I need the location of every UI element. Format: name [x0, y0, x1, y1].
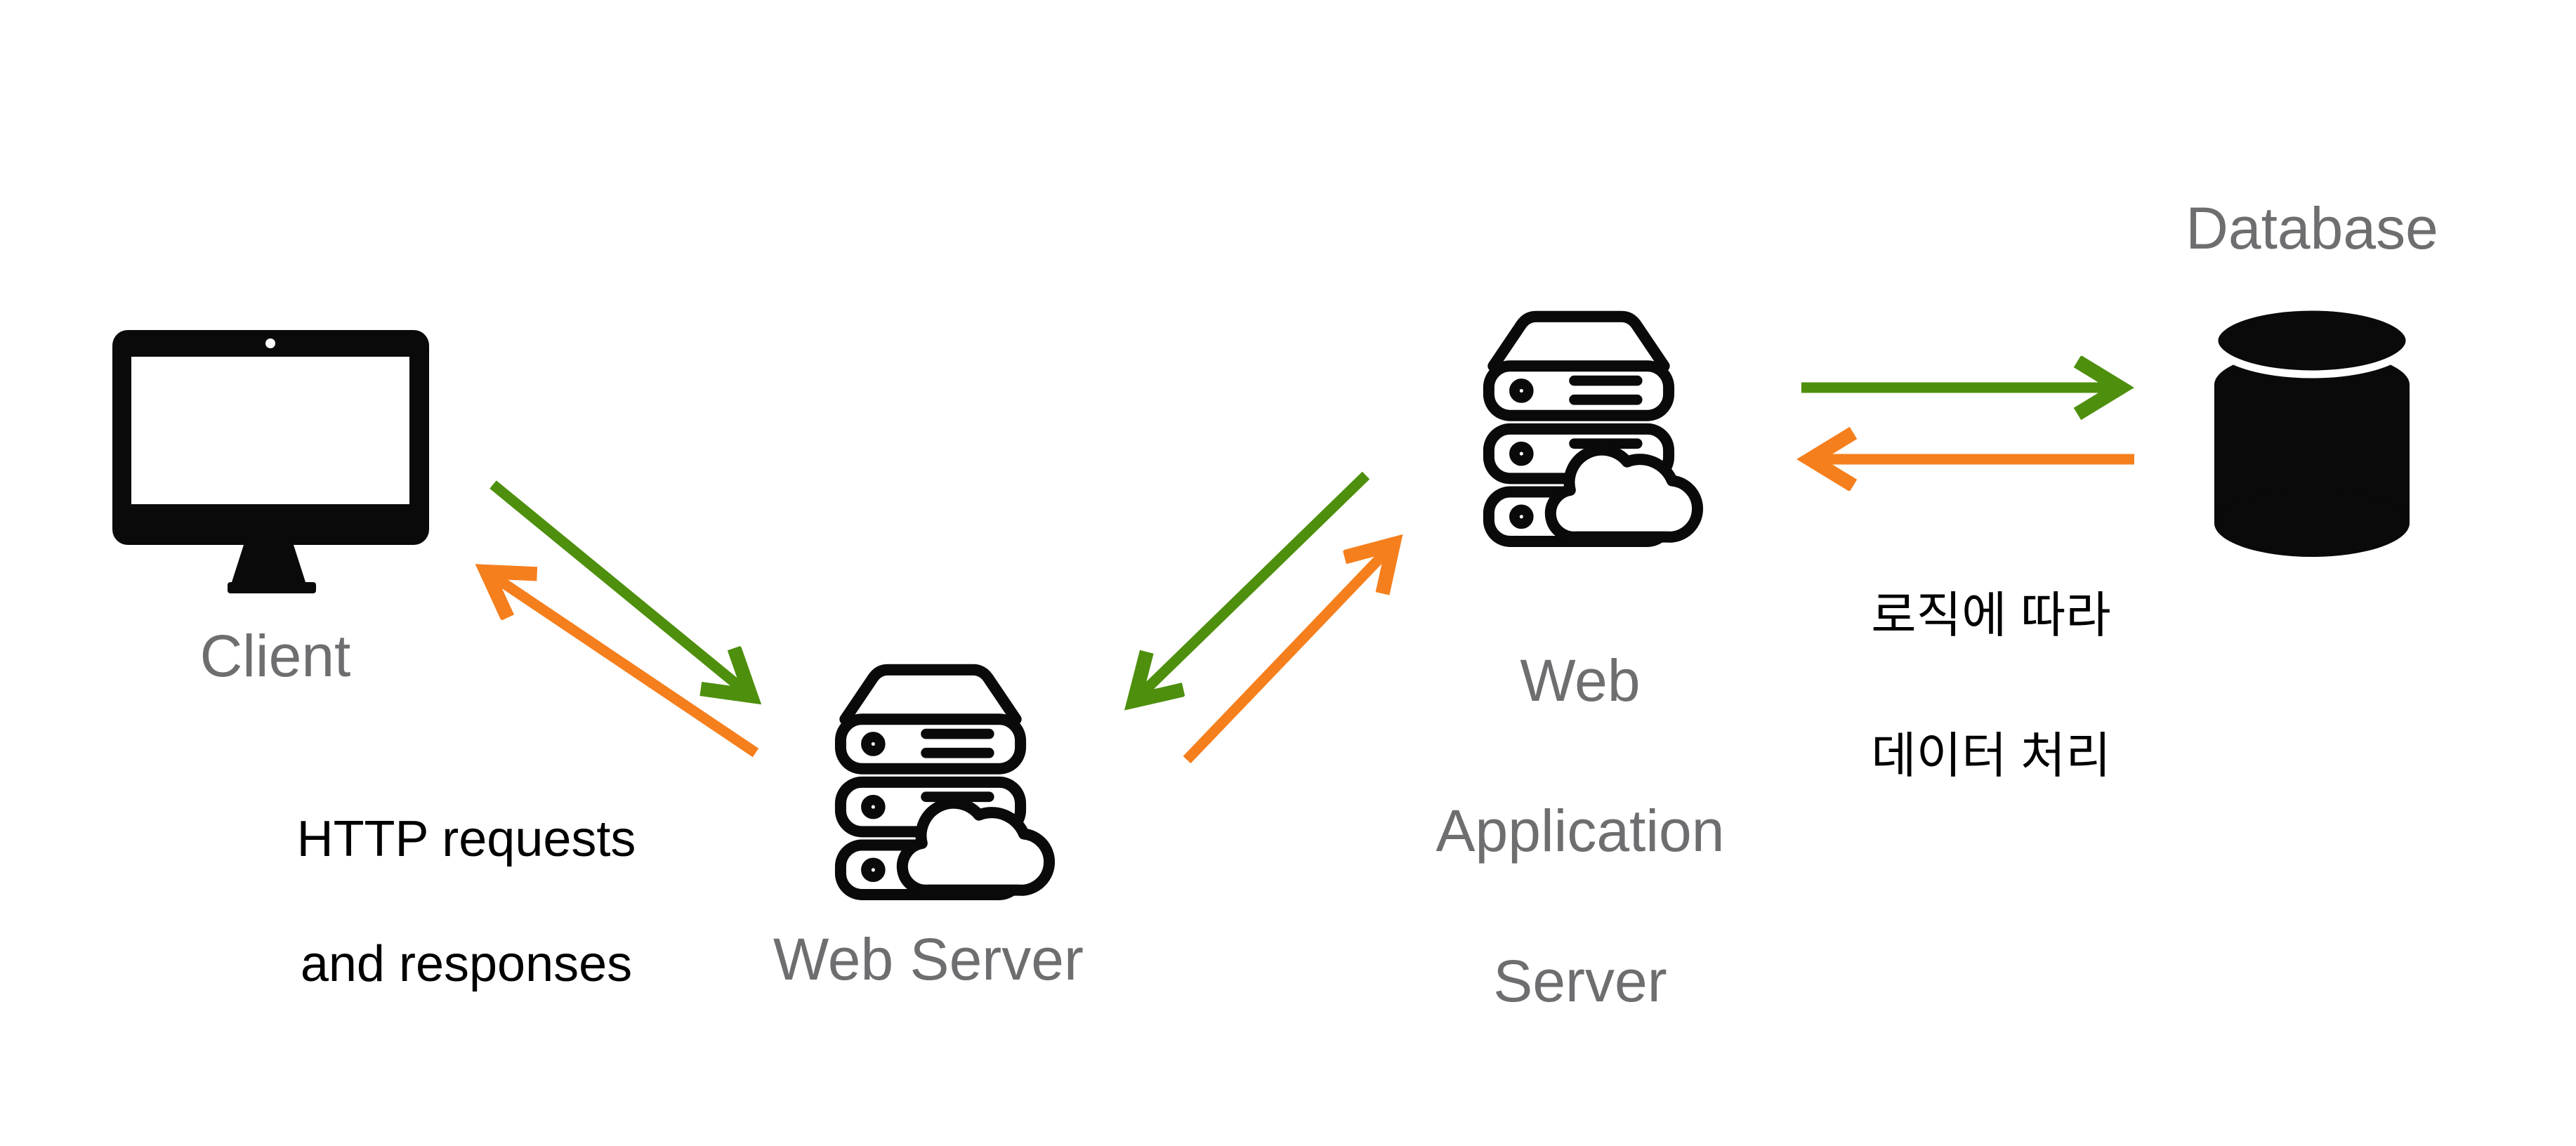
arrow-webserver-to-was	[1183, 545, 1393, 764]
http-requests-responses-note: HTTP requests and responses	[185, 746, 747, 1058]
web-server-icon	[841, 670, 1049, 895]
monitor-camera-dot	[265, 338, 275, 348]
http-note-line-1: HTTP requests	[296, 811, 636, 867]
http-note-line-2: and responses	[300, 936, 633, 992]
web-application-server-icon	[1489, 317, 1697, 541]
web-server-label: Web Server	[773, 926, 1084, 992]
arrow-was-to-webserver	[1135, 471, 1370, 700]
was-label-line-2: Application	[1435, 798, 1725, 864]
client-label: Client	[199, 623, 351, 689]
logic-data-processing-note: 로직에 따라 데이터 처리	[1745, 510, 2237, 861]
was-label-line-1: Web	[1520, 647, 1641, 713]
korean-note-line-2: 데이터 처리	[1871, 728, 2111, 783]
monitor-stand	[232, 545, 305, 582]
arrow-webserver-to-client	[487, 572, 759, 758]
database-lid	[2210, 303, 2414, 378]
was-label-line-3: Server	[1493, 948, 1667, 1014]
desktop-monitor-icon	[112, 330, 429, 593]
monitor-base	[228, 582, 316, 593]
database-cylinder-icon	[2210, 303, 2414, 557]
korean-note-line-1: 로직에 따라	[1871, 588, 2111, 643]
arrow-client-to-webserver	[489, 480, 750, 695]
database-label: Database	[2186, 195, 2438, 261]
web-application-server-label: Web Application Server	[1334, 568, 1826, 1094]
monitor-screen	[131, 357, 409, 504]
